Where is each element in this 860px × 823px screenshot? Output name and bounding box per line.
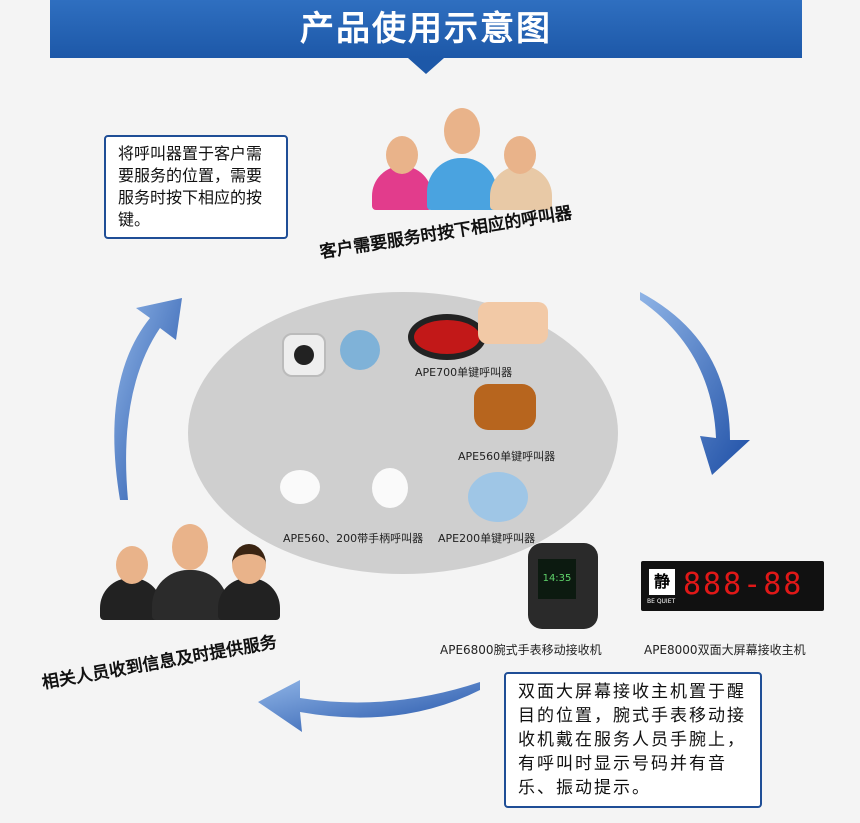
banner-notch — [408, 58, 444, 74]
label-ape8000: APE8000双面大屏幕接收主机 — [644, 643, 806, 657]
ape700-device — [408, 314, 486, 360]
label-ape560-200: APE560、200带手柄呼叫器 — [283, 532, 424, 545]
title-banner: 产品使用示意图 — [50, 0, 802, 58]
ape200-device — [468, 472, 528, 522]
arrow-bottom — [258, 680, 480, 732]
step1-note: 将呼叫器置于客户需要服务的位置，需要服务时按下相应的按键。 — [104, 135, 288, 239]
ape560-handle-device — [282, 333, 326, 377]
quiet-text: BE QUIET — [647, 598, 676, 605]
watch-screen: 14:35 — [538, 559, 576, 599]
ape200-handle-device — [340, 330, 380, 370]
label-ape200: APE200单键呼叫器 — [438, 532, 536, 545]
label-ape6800: APE6800腕式手表移动接收机 — [440, 643, 602, 657]
handle-pendant-2 — [372, 468, 408, 508]
quiet-icon: 静 — [649, 569, 675, 595]
staff-illustration — [100, 520, 280, 620]
display-receiver: 静 BE QUIET 888-88 — [641, 561, 824, 611]
customers-illustration — [372, 108, 552, 210]
wrist-watch-receiver: 14:35 — [528, 543, 598, 629]
display-digits: 888-88 — [683, 567, 804, 602]
arrow-right — [640, 292, 750, 475]
arrow-left — [114, 298, 182, 500]
handle-pendant-1 — [280, 470, 320, 504]
label-ape700: APE700单键呼叫器 — [415, 366, 513, 379]
ape560-device — [474, 384, 536, 430]
label-ape560: APE560单键呼叫器 — [458, 450, 556, 463]
pressing-hand — [478, 302, 548, 344]
step2-note: 双面大屏幕接收主机置于醒目的位置，腕式手表移动接收机戴在服务人员手腕上，有呼叫时… — [504, 672, 762, 808]
